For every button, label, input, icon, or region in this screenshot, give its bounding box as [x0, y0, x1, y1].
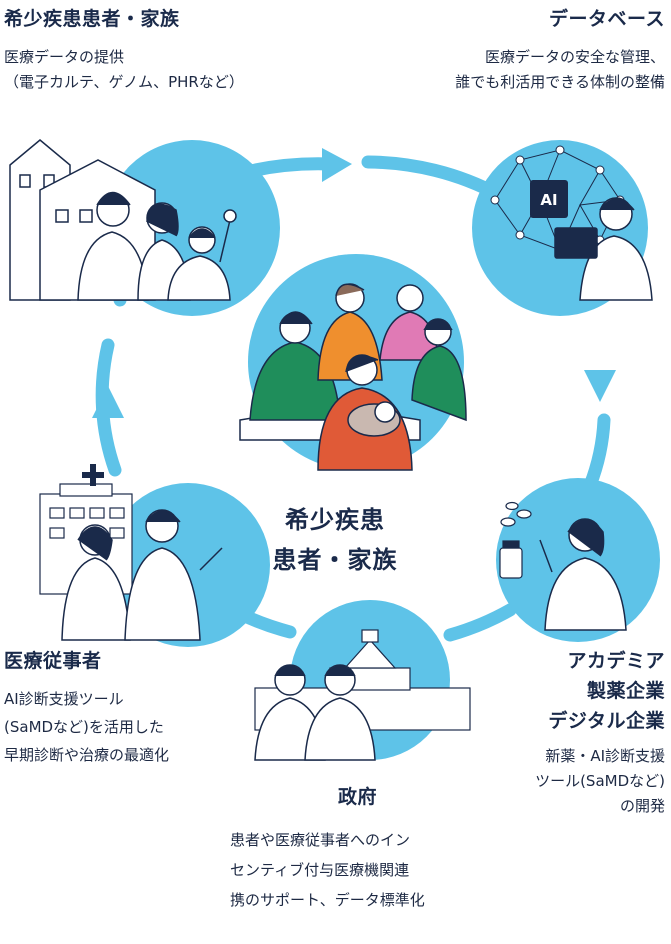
researcher-illustration — [539, 518, 627, 631]
academia-title-line: 製薬企業 — [586, 680, 665, 702]
government-desc-line: 携のサポート、データ標準化 — [230, 891, 425, 909]
medical-desc-line: (SaMDなど)を活用した — [4, 718, 164, 736]
center-label-line: 患者・家族 — [272, 546, 398, 574]
medical-cross-icon — [82, 464, 104, 486]
center-family-illustration — [239, 283, 467, 471]
database-desc-line: 誰でも利活用できる体制の整備 — [455, 73, 665, 91]
medical-description: AI診断支援ツール (SaMDなど)を活用した 早期診断や治療の最適化 — [4, 685, 169, 769]
patients-desc-line: 医療データの提供 — [4, 48, 125, 66]
medical-desc-line: AI診断支援ツール — [4, 690, 124, 708]
pills-illustration — [499, 501, 532, 579]
arrow-down-icon — [584, 370, 616, 402]
patients-title: 希少疾患患者・家族 — [4, 8, 180, 30]
ai-chip-icon — [530, 180, 568, 218]
ai-badge-label: AI — [540, 191, 557, 209]
medical-block: 医療従事者 AI診断支援ツール (SaMDなど)を活用した 早期診断や治療の最適… — [4, 646, 169, 769]
patients-description: 医療データの提供 （電子カルテ、ゲノム、PHRなど） — [4, 45, 244, 95]
government-desc-line: 患者や医療従事者へのイン — [230, 831, 411, 849]
patients-desc-line: （電子カルテ、ゲノム、PHRなど） — [4, 73, 244, 91]
database-description: 医療データの安全な管理、 誰でも利活用できる体制の整備 — [455, 45, 665, 95]
government-title: 政府 — [338, 786, 378, 808]
arrow-right-icon — [322, 148, 352, 182]
academia-desc-line: ツール(SaMDなど) — [535, 772, 665, 790]
center-label-line: 希少疾患 — [285, 506, 385, 534]
database-title: データベース — [548, 8, 665, 30]
family-illustration — [77, 191, 237, 301]
academia-title: アカデミア 製薬企業 デジタル企業 — [535, 646, 665, 736]
patients-block: 希少疾患患者・家族 医療データの提供 （電子カルテ、ゲノム、PHRなど） — [4, 4, 244, 95]
government-desc-line: センティブ付与医療機関連 — [230, 861, 410, 879]
academia-title-line: アカデミア — [567, 650, 665, 672]
government-block: 政府 患者や医療従事者へのイン センティブ付与医療機関連 携のサポート、データ標… — [230, 782, 425, 915]
academia-desc-line: 新薬・AI診断支援 — [545, 747, 665, 765]
medical-title: 医療従事者 — [4, 650, 102, 672]
arrow-up-icon — [92, 386, 124, 418]
academia-description: 新薬・AI診断支援 ツール(SaMDなど) の開発 — [535, 744, 665, 819]
database-block: データベース 医療データの安全な管理、 誰でも利活用できる体制の整備 — [455, 4, 665, 95]
medical-desc-line: 早期診断や治療の最適化 — [4, 746, 170, 764]
academia-title-line: デジタル企業 — [548, 710, 665, 732]
doctors-illustration — [61, 509, 223, 641]
database-desc-line: 医療データの安全な管理、 — [484, 48, 665, 66]
center-label: 希少疾患 患者・家族 — [255, 500, 415, 580]
academia-desc-line: の開発 — [619, 797, 665, 815]
government-description: 患者や医療従事者へのイン センティブ付与医療機関連 携のサポート、データ標準化 — [230, 825, 425, 915]
academia-block: アカデミア 製薬企業 デジタル企業 新薬・AI診断支援 ツール(SaMDなど) … — [535, 646, 665, 819]
database-person-illustration — [554, 197, 653, 301]
officials-illustration — [254, 664, 376, 761]
